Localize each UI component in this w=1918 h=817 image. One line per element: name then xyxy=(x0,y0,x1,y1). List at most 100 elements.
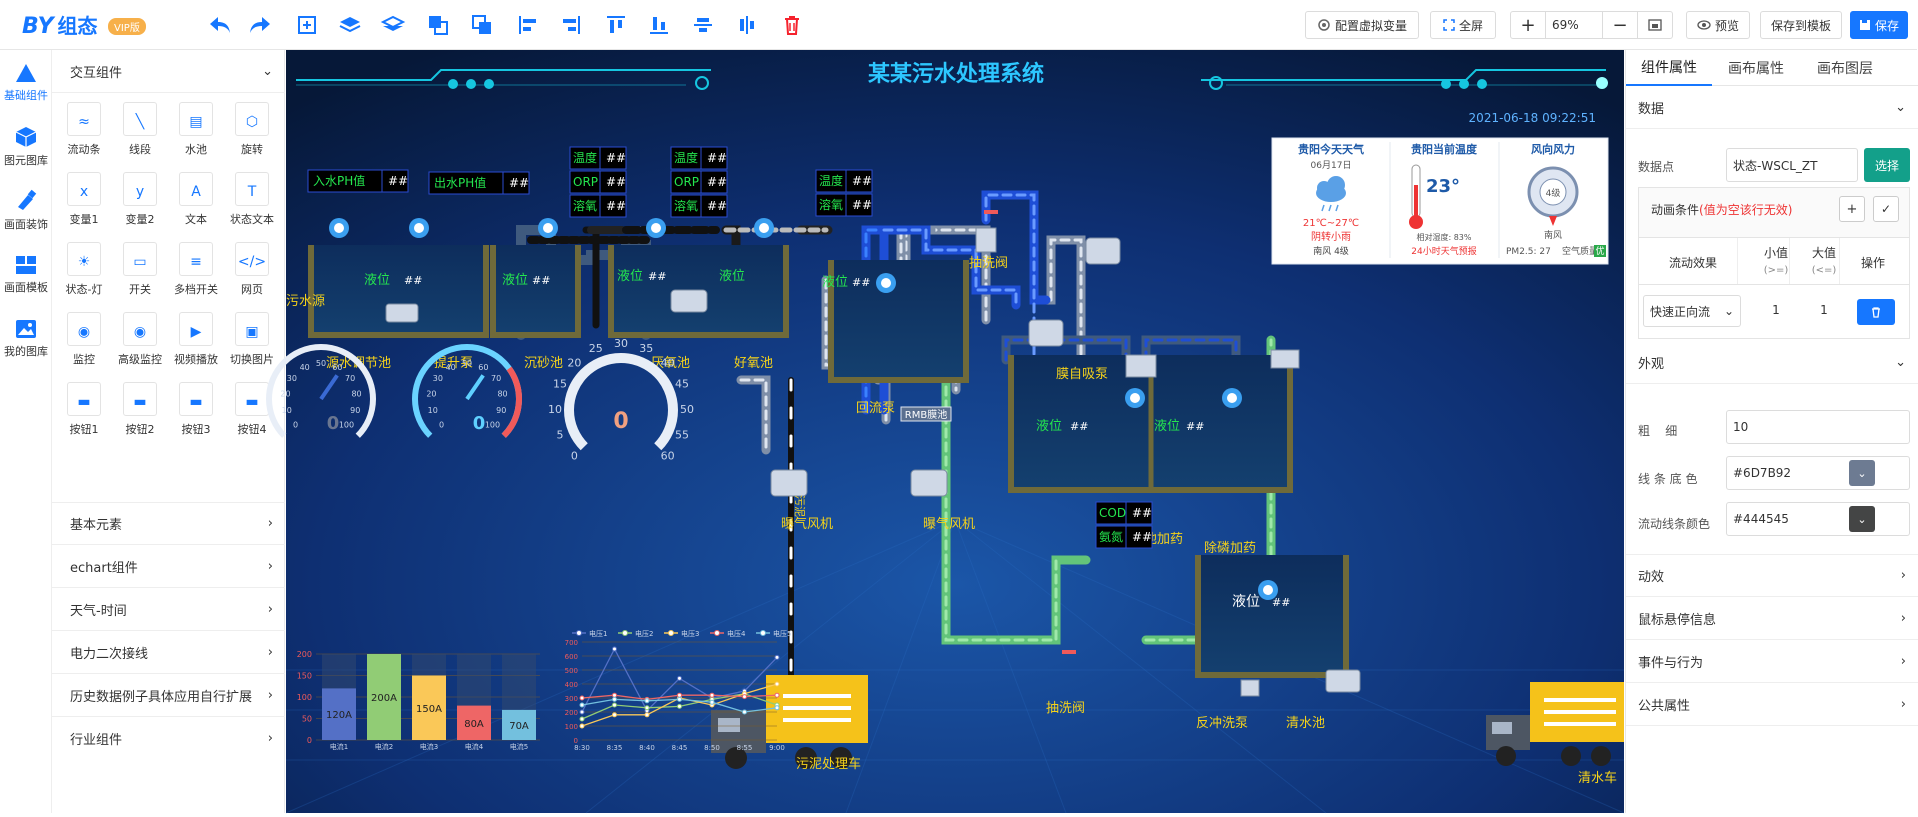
section-appearance[interactable]: 外观⌄ xyxy=(1626,341,1918,384)
flow-color-input[interactable]: #444545 xyxy=(1726,502,1910,536)
legend-label: 电压1 xyxy=(589,629,607,638)
component-button[interactable]: ▬按钮2 xyxy=(114,378,166,442)
section-animation[interactable]: 动效› xyxy=(1626,554,1918,597)
section-hover-info[interactable]: 鼠标悬停信息› xyxy=(1626,597,1918,640)
fullscreen-button[interactable]: 全屏 xyxy=(1430,11,1496,39)
align-top-icon[interactable] xyxy=(602,12,630,38)
component-switch[interactable]: ▭开关 xyxy=(114,238,166,302)
component-multi-switch[interactable]: ≡多档开关 xyxy=(170,238,222,302)
effect-select[interactable]: 快速正向流⌄ xyxy=(1643,295,1741,327)
bar-ytick: 0 xyxy=(307,736,312,745)
base-color-input[interactable]: #6D7B92 xyxy=(1726,456,1910,490)
move-down-icon[interactable] xyxy=(468,12,496,38)
section-interactive[interactable]: 交互组件⌄ xyxy=(52,50,285,93)
water-truck xyxy=(1486,682,1624,766)
align-left-icon[interactable] xyxy=(514,12,542,38)
component-image-switch[interactable]: ▣切换图片 xyxy=(226,308,278,372)
sensor-temp-label: 温度 xyxy=(674,150,698,165)
align-vcenter-icon[interactable] xyxy=(689,12,717,38)
section-power-wiring[interactable]: 电力二次接线› xyxy=(52,631,285,674)
preview-button[interactable]: 预览 xyxy=(1686,11,1750,39)
tab-component-props[interactable]: 组件属性 xyxy=(1626,50,1712,86)
rail-my-gallery[interactable]: 我的图库 xyxy=(0,308,52,370)
flow-bar-icon: ≈ xyxy=(78,113,90,130)
add-row-button[interactable]: + xyxy=(1839,196,1865,222)
row-max[interactable]: 1 xyxy=(1820,303,1828,317)
component-camera[interactable]: ◉高级监控 xyxy=(114,308,166,372)
section-weather-time[interactable]: 天气-时间› xyxy=(52,588,285,631)
component-status-light[interactable]: ☀状态-灯 xyxy=(58,238,110,302)
config-vars-button[interactable]: 配置虚拟变量 xyxy=(1305,11,1419,39)
rail-basic-components[interactable]: 基础组件 xyxy=(0,52,52,114)
component-webpage[interactable]: </>网页 xyxy=(226,238,278,302)
component-button[interactable]: ▬按钮4 xyxy=(226,378,278,442)
tab-canvas-props[interactable]: 画布属性 xyxy=(1728,61,1784,77)
camera-icon: ◉ xyxy=(77,323,91,340)
gauge-tick: 20 xyxy=(280,389,290,398)
datapoint-input[interactable]: 状态-WSCL_ZT xyxy=(1726,148,1858,182)
sensor-oxygen-label: 溶氧 xyxy=(674,198,698,213)
component-label: 状态文本 xyxy=(230,213,274,226)
save-template-button[interactable]: 保存到模板 xyxy=(1760,11,1842,39)
bring-front-icon[interactable] xyxy=(336,12,364,38)
width-input[interactable]: 10 xyxy=(1726,410,1910,444)
rail-gallery[interactable]: 图元图库 xyxy=(0,116,52,178)
line-ytick: 700 xyxy=(565,639,578,647)
section-echart[interactable]: echart组件› xyxy=(52,545,285,588)
tab-canvas-layers[interactable]: 画布图层 xyxy=(1817,61,1873,77)
chevron-down-icon: ⌄ xyxy=(1723,304,1734,318)
component-button[interactable]: ▬按钮1 xyxy=(58,378,110,442)
gauge-tick: 20 xyxy=(426,389,436,398)
align-right-icon[interactable] xyxy=(557,12,585,38)
component-label: 视频播放 xyxy=(174,353,218,366)
base-color-swatch[interactable]: ⌄ xyxy=(1849,460,1875,486)
component-flow-bar[interactable]: ≈流动条 xyxy=(58,98,110,162)
section-industry[interactable]: 行业组件› xyxy=(70,731,273,748)
component-video[interactable]: ▶视频播放 xyxy=(170,308,222,372)
redo-icon[interactable] xyxy=(246,12,274,38)
th-max: 大值(<=) xyxy=(1811,246,1837,276)
section-history-data[interactable]: 历史数据例子具体应用自行扩展› xyxy=(52,674,285,717)
scada-canvas[interactable]: 某某污水处理系统 2021-06-18 09:22:51 xyxy=(266,50,1625,814)
delete-row-button[interactable] xyxy=(1857,299,1895,325)
row-min[interactable]: 1 xyxy=(1772,303,1780,317)
rail-decoration[interactable]: 画面装饰 xyxy=(0,180,52,242)
select-button[interactable]: 选择 xyxy=(1864,148,1910,182)
zoom-in-button[interactable]: + xyxy=(1510,11,1546,39)
add-layer-icon[interactable] xyxy=(293,12,321,38)
line-point xyxy=(579,702,585,708)
component-rotate[interactable]: ⬡旋转 xyxy=(226,98,278,162)
zoom-out-button[interactable]: − xyxy=(1602,11,1638,39)
delete-icon[interactable] xyxy=(778,12,806,38)
align-hcenter-icon[interactable] xyxy=(733,12,761,38)
send-back-icon[interactable] xyxy=(379,12,407,38)
th-action: 操作 xyxy=(1861,256,1886,270)
flow-color-swatch[interactable]: ⌄ xyxy=(1849,506,1875,532)
section-common-props[interactable]: 公共属性› xyxy=(1626,683,1918,726)
confirm-button[interactable]: ✓ xyxy=(1873,196,1899,222)
sensor-orp-label: ORP xyxy=(674,175,699,189)
line-point xyxy=(579,695,585,701)
section-basic-elements[interactable]: 基本元素› xyxy=(52,502,285,545)
component-water-tank[interactable]: ▤水池 xyxy=(170,98,222,162)
sensor-temp-label: 温度 xyxy=(573,150,597,165)
section-data[interactable]: 数据⌄ xyxy=(1626,86,1918,129)
rail-templates[interactable]: 画面模板 xyxy=(0,244,52,306)
zoom-input[interactable]: 69% xyxy=(1545,11,1603,39)
image-icon xyxy=(16,320,36,338)
section-events[interactable]: 事件与行为› xyxy=(1626,640,1918,683)
component-button[interactable]: ▬按钮3 xyxy=(170,378,222,442)
component-line-segment[interactable]: ╲线段 xyxy=(114,98,166,162)
undo-icon[interactable] xyxy=(206,12,234,38)
save-button[interactable]: 保存 xyxy=(1850,11,1908,39)
align-bottom-icon[interactable] xyxy=(645,12,673,38)
fit-screen-button[interactable] xyxy=(1637,11,1673,39)
component-camera[interactable]: ◉监控 xyxy=(58,308,110,372)
move-up-icon[interactable] xyxy=(424,12,452,38)
